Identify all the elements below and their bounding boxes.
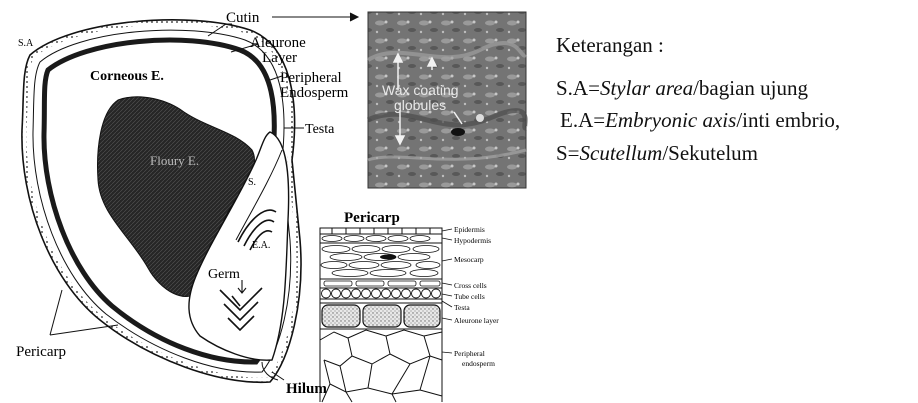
layer-peripheral: Peripheral bbox=[454, 349, 485, 358]
legend-item-scutellum: S=Scutellum/Sekutelum bbox=[556, 141, 758, 165]
label-scutellum: S. bbox=[248, 177, 256, 188]
label-aleurone-2: Layer bbox=[262, 50, 297, 66]
legend-item-prefix: S= bbox=[556, 141, 580, 165]
pericarp-diagram-title: Pericarp bbox=[344, 210, 400, 226]
label-cutin: Cutin bbox=[226, 10, 260, 26]
legend-item-suffix: /Sekutelum bbox=[662, 141, 758, 165]
legend-item-suffix: /bagian ujung bbox=[693, 76, 808, 100]
legend-item-prefix: S.A= bbox=[556, 76, 600, 100]
label-embryonic-axis: E.A. bbox=[252, 240, 270, 251]
layer-aleurone: Aleurone layer bbox=[454, 316, 499, 325]
legend-item-term: Stylar area bbox=[600, 76, 693, 100]
layer-endosperm: endosperm bbox=[462, 359, 495, 368]
legend-item-suffix: /inti embrio, bbox=[736, 108, 840, 132]
label-corneous: Corneous E. bbox=[90, 69, 164, 84]
peripheral-endosperm-cells bbox=[320, 329, 442, 402]
legend-item-prefix: E.A= bbox=[560, 108, 605, 132]
label-testa: Testa bbox=[305, 122, 335, 137]
micrograph-label-2: globules bbox=[394, 97, 446, 113]
label-peripheral-1: Peripheral bbox=[280, 70, 342, 86]
legend-title: Keterangan : bbox=[556, 33, 664, 57]
label-hilum: Hilum bbox=[286, 381, 327, 397]
legend-item-term: Scutellum bbox=[580, 141, 663, 165]
legend-item-embryonic-axis: E.A=Embryonic axis/inti embrio, bbox=[560, 108, 840, 132]
label-stylar-area: S.A bbox=[18, 38, 34, 49]
label-aleurone-1: Aleurone bbox=[250, 35, 306, 51]
layer-mesocarp: Mesocarp bbox=[454, 255, 484, 264]
label-germ: Germ bbox=[208, 267, 240, 282]
layer-tube-cells: Tube cells bbox=[454, 292, 485, 301]
micrograph-label-1: Wax coating bbox=[382, 82, 459, 98]
layer-hypodermis: Hypodermis bbox=[454, 236, 491, 245]
pericarp-layer-diagram: Pericarp bbox=[320, 210, 499, 402]
layer-testa: Testa bbox=[454, 303, 470, 312]
label-floury: Floury E. bbox=[150, 153, 199, 168]
layer-cross-cells: Cross cells bbox=[454, 281, 487, 290]
label-peripheral-2: Endosperm bbox=[280, 85, 349, 101]
legend-item-stylar-area: S.A=Stylar area/bagian ujung bbox=[556, 76, 808, 100]
layer-epidermis: Epidermis bbox=[454, 225, 485, 234]
label-pericarp-kernel: Pericarp bbox=[16, 344, 66, 360]
legend-item-term: Embryonic axis bbox=[605, 108, 736, 132]
wax-micrograph: Wax coating globules bbox=[368, 12, 526, 188]
